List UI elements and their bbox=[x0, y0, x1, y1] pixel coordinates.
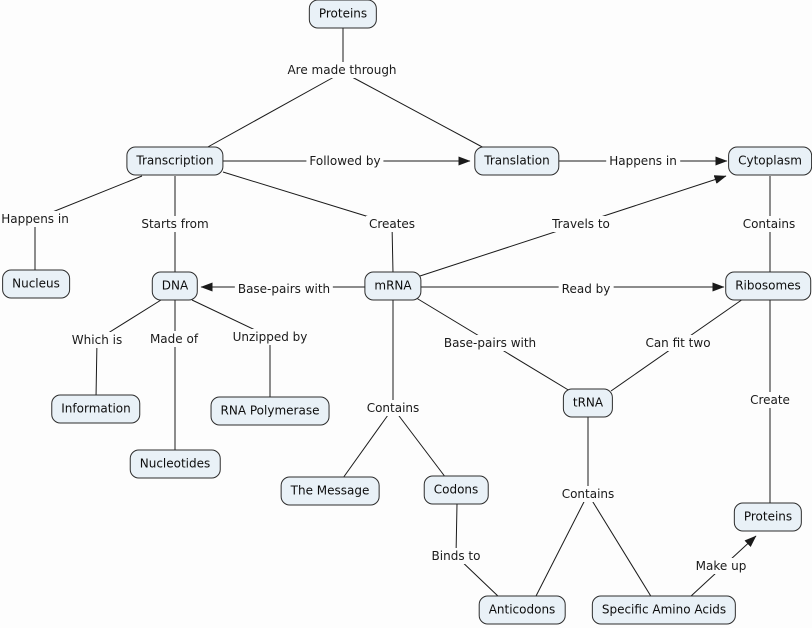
line-made-through-transcription bbox=[205, 76, 335, 149]
node-information[interactable]: Information bbox=[51, 394, 141, 424]
line-made-through-translation bbox=[351, 76, 487, 150]
node-codons[interactable]: Codons bbox=[423, 475, 489, 505]
edge-label-which-is[interactable]: Which is bbox=[68, 332, 126, 348]
line-which-is bbox=[95, 299, 162, 399]
node-cytoplasm[interactable]: Cytoplasm bbox=[728, 146, 812, 176]
node-mrna[interactable]: mRNA bbox=[364, 271, 422, 301]
node-the-message[interactable]: The Message bbox=[280, 476, 380, 506]
edge-label-base-pairs-with-dna[interactable]: Base-pairs with bbox=[234, 281, 334, 297]
edge-label-starts-from[interactable]: Starts from bbox=[138, 216, 212, 232]
edge-label-contains-message[interactable]: Contains bbox=[363, 400, 423, 416]
edge-label-travels-to[interactable]: Travels to bbox=[549, 216, 613, 232]
node-transcription[interactable]: Transcription bbox=[126, 146, 224, 176]
edge-label-base-pairs-with-trna[interactable]: Base-pairs with bbox=[440, 335, 540, 351]
edge-label-happens-in-nucleus[interactable]: Happens in bbox=[0, 211, 72, 227]
node-specific-amino-acids[interactable]: Specific Amino Acids bbox=[591, 595, 737, 625]
node-anticodons[interactable]: Anticodons bbox=[478, 595, 566, 625]
edge-label-happens-in-cytoplasm[interactable]: Happens in bbox=[606, 153, 680, 169]
line-contains-codons bbox=[392, 407, 447, 479]
node-proteins-bottom[interactable]: Proteins bbox=[733, 502, 803, 532]
line-unzipped-by bbox=[191, 299, 271, 397]
edge-label-made-of[interactable]: Made of bbox=[146, 331, 202, 347]
node-rna-polymerase[interactable]: RNA Polymerase bbox=[210, 396, 330, 426]
edge-label-create[interactable]: Create bbox=[747, 392, 793, 408]
node-dna[interactable]: DNA bbox=[151, 271, 199, 301]
node-translation[interactable]: Translation bbox=[474, 146, 560, 176]
edge-label-creates[interactable]: Creates bbox=[365, 216, 419, 232]
node-nucleus[interactable]: Nucleus bbox=[2, 269, 70, 299]
edge-label-unzipped-by[interactable]: Unzipped by bbox=[229, 329, 311, 345]
edge-label-make-up[interactable]: Make up bbox=[692, 558, 750, 574]
line-contains-anticodons bbox=[534, 493, 589, 599]
edge-label-are-made-through[interactable]: Are made through bbox=[284, 62, 400, 78]
node-trna[interactable]: tRNA bbox=[562, 388, 614, 418]
line-contains-amino-acids bbox=[587, 493, 653, 599]
node-proteins-top[interactable]: Proteins bbox=[308, 0, 378, 29]
edge-label-read-by[interactable]: Read by bbox=[558, 281, 614, 297]
node-nucleotides[interactable]: Nucleotides bbox=[129, 449, 221, 479]
node-ribosomes[interactable]: Ribosomes bbox=[725, 271, 811, 301]
line-contains-the-message bbox=[342, 407, 394, 479]
edge-label-contains-trna[interactable]: Contains bbox=[558, 486, 618, 502]
edge-label-followed-by[interactable]: Followed by bbox=[306, 153, 384, 169]
edge-label-contains-ribosomes[interactable]: Contains bbox=[739, 216, 799, 232]
edge-label-binds-to[interactable]: Binds to bbox=[428, 548, 484, 564]
edge-label-can-fit-two[interactable]: Can fit two bbox=[642, 335, 714, 351]
